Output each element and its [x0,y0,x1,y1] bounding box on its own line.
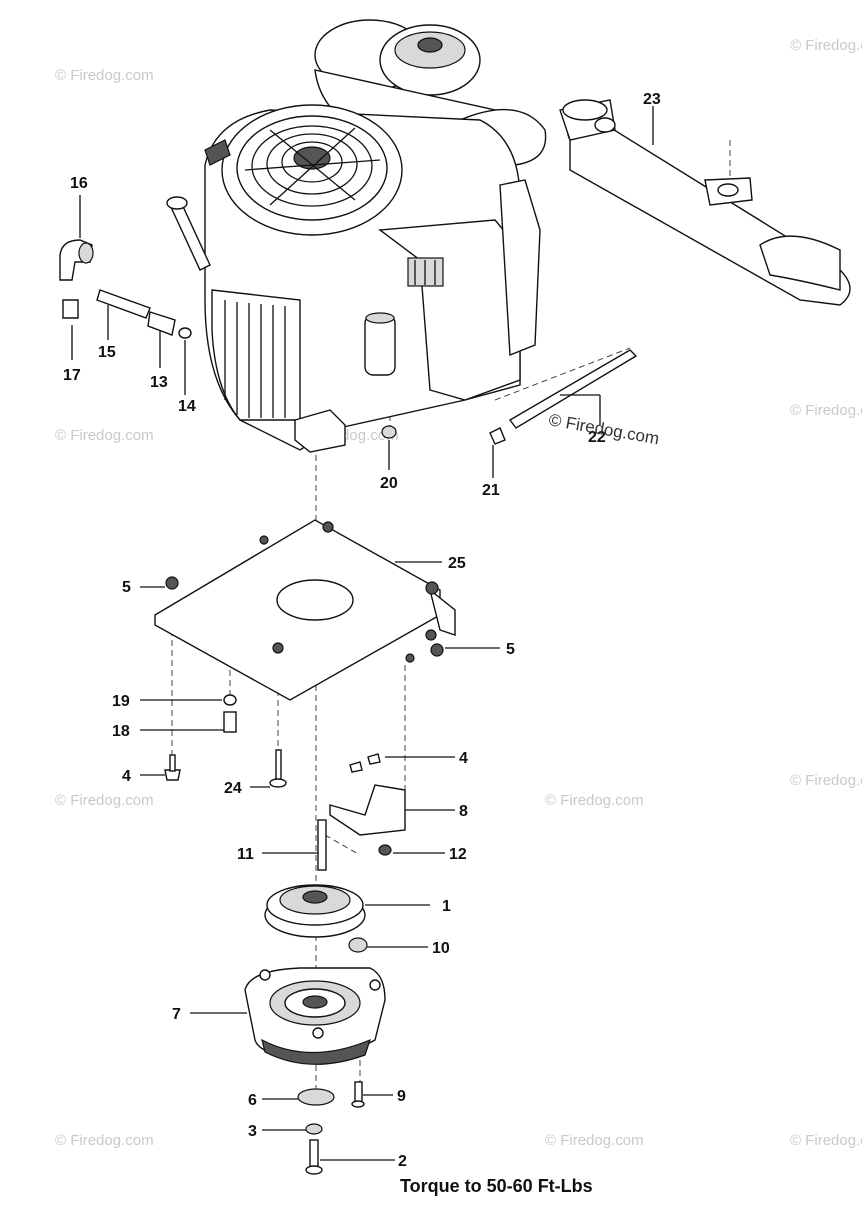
washer-part-3 [305,1123,323,1135]
callout-19: 19 [112,693,130,710]
bracket-part-8 [329,784,406,836]
watermark-text: © Firedog.com [545,792,644,809]
leader-lines [71,106,654,1161]
watermark-text: © Firedog.com [790,402,862,419]
mounting-plate-part-25 [154,519,456,701]
pipe-part-22 [489,349,638,445]
watermark-text: © Firedog.com [790,1132,862,1149]
watermark-text: © Firedog.com [790,772,862,789]
clutch-part-7 [244,967,386,1065]
callout-1: 1 [442,898,451,915]
cylinder-fins [211,289,301,421]
key-part-11 [317,819,327,871]
watermark-text: © Firedog.com [790,37,862,54]
fittings-13-17 [59,239,192,339]
washer-part-6 [297,1088,335,1106]
callout-11: 11 [237,846,254,863]
muffler-part-23 [559,99,851,306]
callout-14: 14 [178,398,196,415]
watermark-text: © Firedog.com [545,1132,644,1149]
callout-5b: 5 [506,641,515,658]
callout-24: 24 [224,780,242,797]
callout-23: 23 [643,91,661,108]
engine-assembly [166,19,547,453]
callout-12: 12 [449,846,467,863]
callout-2: 2 [398,1153,407,1170]
bolt-part-9 [351,1081,365,1108]
callout-labels: 16 17 15 13 14 20 21 22 23 25 5 5 19 18 … [63,91,661,1170]
callout-13: 13 [150,374,168,391]
callout-21: 21 [482,482,500,499]
callout-9: 9 [397,1088,406,1105]
watermark-text: © Firedog.com [55,67,154,84]
nut-part-20 [381,425,397,439]
nut-part-10 [348,937,368,953]
callout-20: 20 [380,475,398,492]
callout-22: 22 [588,429,606,446]
callout-3: 3 [248,1123,257,1140]
bolt-part-2 [305,1139,323,1175]
callout-5a: 5 [122,579,131,596]
callout-4a: 4 [122,768,131,785]
callout-10: 10 [432,940,450,957]
callout-7: 7 [172,1006,181,1023]
callout-25: 25 [448,555,466,572]
watermark-text: © Firedog.com [55,1132,154,1149]
callout-15: 15 [98,344,116,361]
callout-4b: 4 [459,750,468,767]
callout-6: 6 [248,1092,257,1109]
callout-17: 17 [63,367,81,384]
watermark-text: © Firedog.com [55,792,154,809]
pulley-part-1 [264,884,366,938]
bolts-and-spacers [164,694,381,788]
callout-16: 16 [70,175,88,192]
footer-note: Torque to 50-60 Ft-Lbs [400,1176,593,1196]
watermark-text: © Firedog.com [55,427,154,444]
nut-part-12 [378,844,392,856]
fan-grille [244,125,381,207]
callout-18: 18 [112,723,130,740]
callout-8: 8 [459,803,468,820]
watermarks: © Firedog.com © Firedog.com © Firedog.co… [55,37,862,1149]
